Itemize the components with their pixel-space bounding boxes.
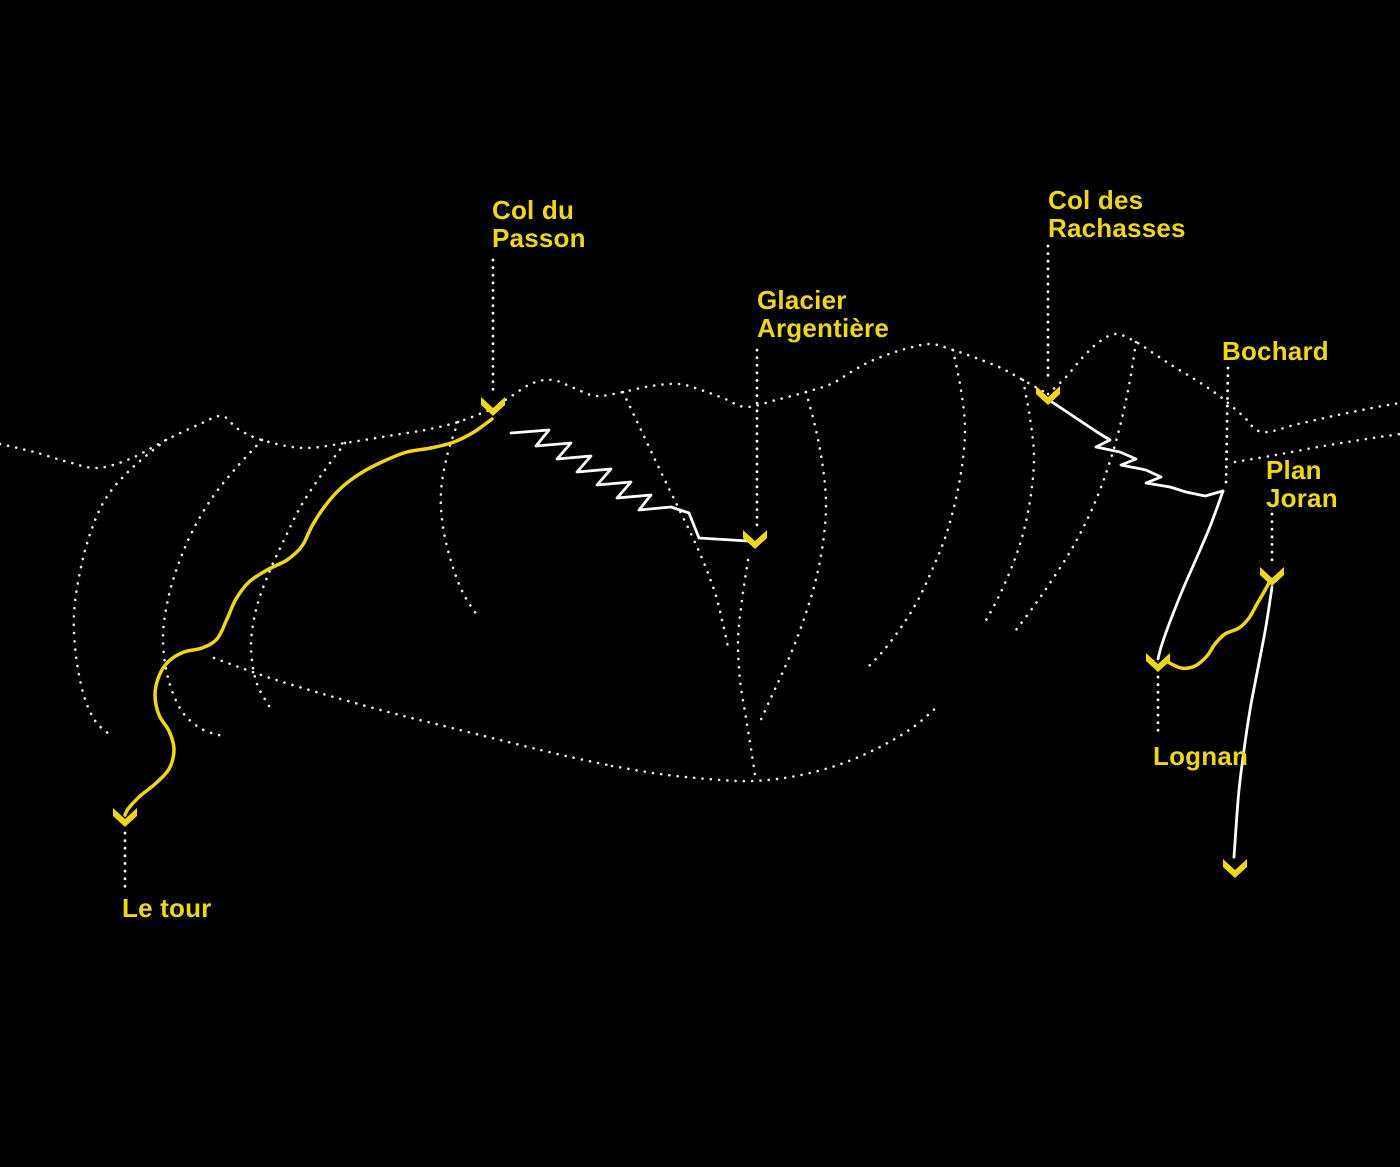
terrain-ridge-west-outer-spur [72,438,168,738]
route-lognan-to-planjoran [1164,579,1272,671]
waypoint-chevron-icon-plan-joran [1260,567,1284,586]
markers [113,386,1284,878]
waypoint-chevron-icon-lognan [1146,653,1170,672]
label-le-tour: Le tour [122,894,212,922]
route-passon-to-letour [123,417,494,817]
label-line: Joran [1266,483,1338,513]
route-passon-to-argentiere [509,428,750,543]
label-line: Passon [492,223,586,253]
terrain-ridge-rachasses-west-spur [865,348,967,670]
label-line: Argentière [757,313,890,343]
label-line: Col du [492,195,575,225]
routes [123,400,1274,859]
terrain-ridge-argentiere-valley-floor [736,558,758,784]
label-lognan: Lognan [1153,742,1248,770]
terrain-ridge-passon-face-spur [439,420,481,620]
terrain-ridge-east-lower-ridge [1233,432,1400,464]
terrain-ridge-east-ridge [1046,332,1400,434]
terrain-ridge-west-foothill [212,656,614,768]
waypoint-chevron-icon-col-du-passon [481,397,505,416]
terrain-ridge-montets-spur [982,378,1036,626]
terrain-ridge-west-mid-spur [161,438,264,738]
route-rachasses-to-junction [1050,400,1225,498]
label-line: Col des [1048,185,1144,215]
label-line: Le tour [122,893,212,923]
label-connectors [123,244,1274,893]
terrain-ridge-west-inner-spur [249,441,347,708]
label-line: Lognan [1153,741,1249,771]
waypoint-chevron-icon-le-tour [113,808,137,827]
waypoint-chevron-icon-glacier-argentiere [743,530,767,549]
label-bochard: Bochard [1222,337,1329,365]
terrain-ridge-argentiere-east-wall [757,390,828,726]
route-junction-to-lognan [1156,489,1225,661]
label-line: Bochard [1222,336,1329,366]
waypoint-chevron-icon-route-end [1223,859,1247,878]
terrain-ridges [0,332,1400,784]
terrain-ridge-main-west-ridge [0,407,494,470]
connector-bochard [1224,366,1230,488]
label-line: Plan [1266,455,1322,485]
label-line: Rachasses [1048,213,1186,243]
label-line: Glacier [757,285,847,315]
terrain-ridge-rachasses-east-spur [1014,340,1138,632]
route-planjoran-to-valley [1232,585,1274,859]
waypoint-chevron-icon-col-des-rachasses [1036,386,1060,405]
